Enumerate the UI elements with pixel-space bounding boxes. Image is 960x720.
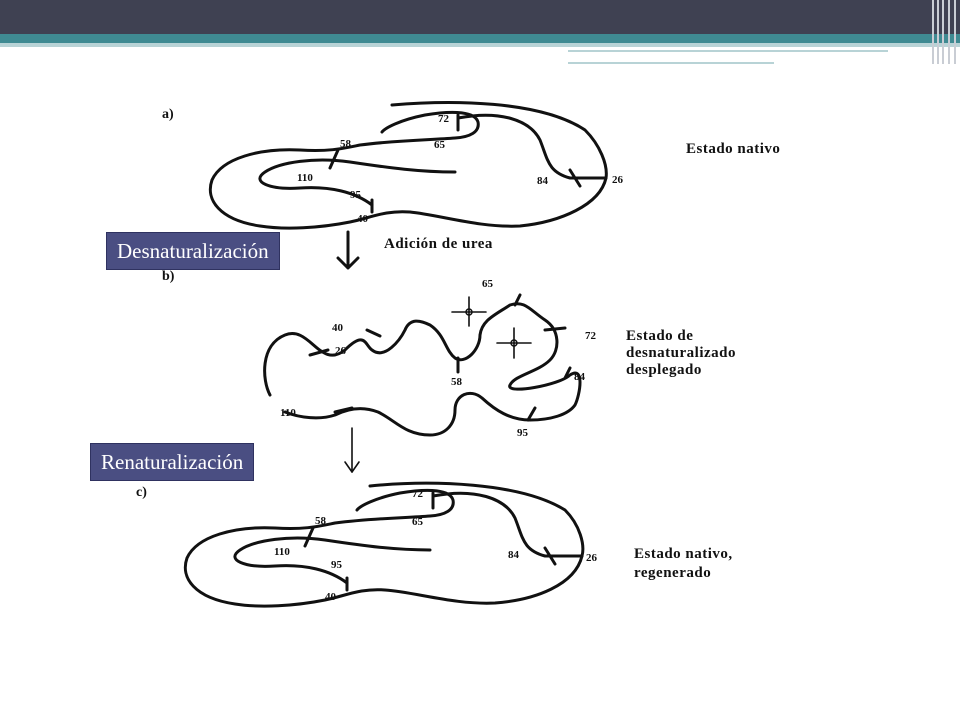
panel-a-num: 65 [434,139,446,151]
panel-a-num: 110 [297,172,313,184]
panel-b-arrow [336,230,360,270]
panel-b-cross-2 [496,327,532,359]
panel-a-label: a) [162,107,174,122]
panel-a-num: 40 [357,213,369,225]
panel-c-bridge [303,491,557,592]
slide-accent-band [0,34,960,43]
panel-a-inner-chain [258,158,457,207]
panel-b-num: 58 [451,376,463,388]
panel-b-num: 84 [574,371,586,383]
decor-line [568,50,888,52]
panel-a-bridge [328,113,582,214]
panel-c-state-line: Estado nativo, [634,546,733,562]
panel-b-state-line: desnaturalizado [626,345,736,361]
panel-b-label: b) [162,269,175,284]
panel-c-num: 58 [315,515,327,527]
panel-a-num: 72 [438,113,450,125]
panel-b-cross-1 [451,296,487,327]
slide-top-bar [0,0,960,34]
panel-a-right-loop [456,113,608,180]
panel-a-num: 26 [612,174,624,186]
panel-a-num: 58 [340,138,352,150]
panel-c-label: c) [136,485,147,500]
decor-line [568,62,774,64]
panel-c-num: 110 [274,546,290,558]
panel-b-state-line: Estado de [626,328,693,344]
denaturation-callout: Desnaturalización [106,232,280,270]
panel-b-num: 95 [517,427,529,439]
panel-c-right-loop [431,491,584,558]
panel-c-num: 65 [412,516,424,528]
panel-a-state: Estado nativo [686,141,780,157]
panel-b-num: 72 [585,330,597,342]
corner-decoration [930,0,960,64]
panel-c-num: 95 [331,559,343,571]
panel-a-num: 84 [537,175,549,187]
urea-step-label: Adición de urea [384,236,493,252]
panel-a-chain [208,101,608,230]
panel-c-num: 84 [508,549,520,561]
panel-c-state-line: regenerado [634,565,711,581]
panel-b-num: 26 [335,345,347,357]
panel-b-num: 65 [482,278,494,290]
panel-b-num: 110 [280,407,296,419]
renaturation-callout: Renaturalización [90,443,255,481]
panel-c-chain [183,481,585,608]
panel-c-inner-chain [233,536,432,585]
panel-c-num: 40 [325,591,337,603]
panel-c-num: 72 [412,488,424,500]
panel-b-state-line: desplegado [626,362,702,378]
slide-accent-band-light [0,43,960,47]
panel-b-chain [263,302,582,437]
panel-a-num: 95 [350,189,362,201]
panel-b-ties [308,293,572,422]
panel-b-num: 40 [332,322,344,334]
panel-c-num: 26 [586,552,598,564]
